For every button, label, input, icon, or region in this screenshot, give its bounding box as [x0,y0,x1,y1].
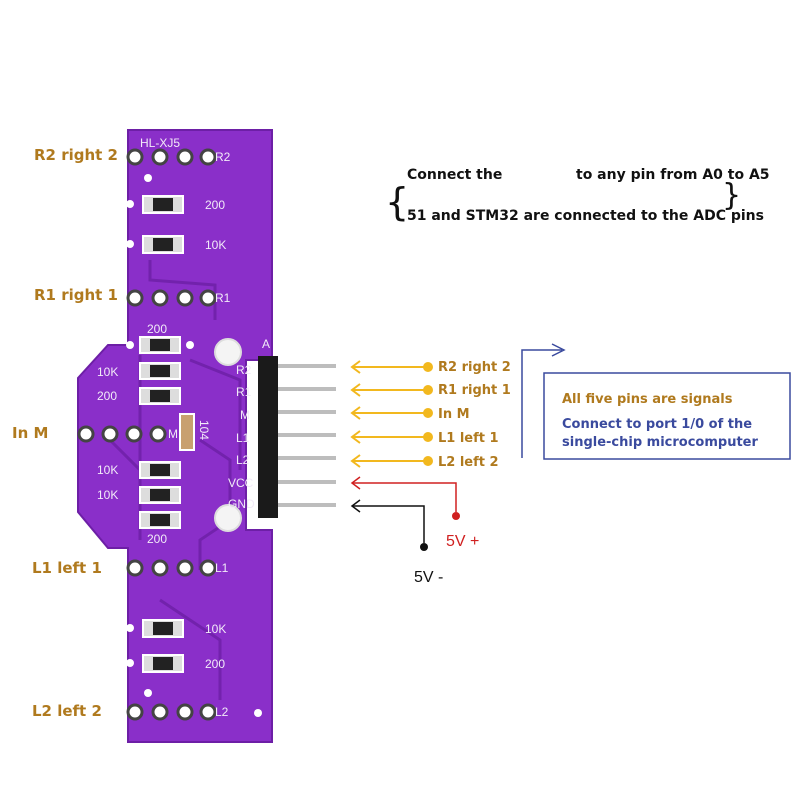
via [254,709,262,717]
silk-104: 104 [197,420,211,440]
sensor-r2 [126,148,217,166]
signal-info-box [543,372,791,460]
silk-200-mid2: 200 [147,532,167,546]
left-brace: { [385,180,409,224]
resistor-200-bottom [142,654,184,673]
signal-box-line2: Connect to port 1/0 of the [562,417,752,432]
resistor-10k-mid2 [139,461,181,479]
label-l1-left-1: L1 left 1 [32,559,102,577]
silk-m: M [168,427,178,441]
sensor-m [77,425,167,443]
note-line1-a: Connect the [407,167,502,183]
silk-r1: R1 [215,291,231,305]
pin-label-m: In M [438,407,470,422]
resistor-200-mid1 [139,387,181,405]
resistor-10k-top [142,235,184,254]
via [186,341,194,349]
silk-200-top: 200 [205,198,225,212]
resistor-200-r1 [139,336,181,354]
note-line1-b: to any pin from A0 to A5 [576,167,770,183]
gnd-label: 5V - [414,569,443,586]
silk-200-r1: 200 [147,322,167,336]
vcc-label: 5V + [446,533,479,550]
vcc-terminal [452,512,460,520]
silk-hdr-gnd: GND [228,497,255,511]
silk-10k-bottom: 10K [205,622,226,636]
gnd-wire [350,499,425,543]
silk-hdr-l2: L2 [236,453,250,467]
signal-box-line1: All five pins are signals [562,392,733,407]
silk-hdr-r1: R1 [236,385,252,399]
silk-10k-mid2: 10K [97,463,118,477]
silk-hdr-m: M [240,408,250,422]
via [144,174,152,182]
resistor-10k-mid3 [139,486,181,504]
silk-10k-top: 10K [205,238,226,252]
pin-header [258,356,278,518]
pin-label-r1: R1 right 1 [438,383,511,398]
resistor-10k-bottom [142,619,184,638]
sensor-r1 [126,289,217,307]
via [126,341,134,349]
mounting-hole-bottom [214,504,242,532]
pin-label-r2: R2 right 2 [438,360,511,375]
header-silk-labels: R2 R1 M L1 L2 VCC GND [228,363,255,511]
label-r1-right-1: R1 right 1 [34,286,118,304]
silk-hdr-r2: R2 [236,363,252,377]
via [126,624,134,632]
header-pins [278,364,336,507]
via [144,689,152,697]
via [126,240,134,248]
right-brace: } [722,178,741,213]
pin-label-l2: L2 left 2 [438,455,499,470]
pin-label-l1: L1 left 1 [438,431,499,446]
resistor-200-mid2 [139,511,181,529]
blue-bracket-arrow [521,343,566,458]
silk-10k-mid1: 10K [97,365,118,379]
sensor-l2 [126,703,217,721]
resistor-10k-mid1 [139,362,181,380]
silk-10k-mid3: 10K [97,488,118,502]
mounting-hole-top [214,338,242,366]
silk-header-a: A [262,337,270,351]
silk-r2: R2 [215,150,231,164]
label-r2-right-2: R2 right 2 [34,146,118,164]
gnd-terminal [420,543,428,551]
signal-box-line3: single-chip microcomputer [562,435,758,450]
sensor-l1 [126,559,217,577]
via [126,200,134,208]
silk-hdr-l1: L1 [236,431,250,445]
label-in-m: In M [12,424,48,442]
note-line2: 51 and STM32 are connected to the ADC pi… [407,208,764,224]
signal-wires [350,360,433,468]
silk-l2: L2 [215,705,229,719]
silk-200-bottom: 200 [205,657,225,671]
via [126,659,134,667]
label-l2-left-2: L2 left 2 [32,702,102,720]
vcc-wire [350,476,457,512]
silk-hdr-vcc: VCC [228,476,254,490]
capacitor-104 [179,413,195,451]
silk-l1: L1 [215,561,229,575]
board-title: HL-XJ5 [140,136,180,150]
resistor-200-top [142,195,184,214]
silk-200-mid1: 200 [97,389,117,403]
